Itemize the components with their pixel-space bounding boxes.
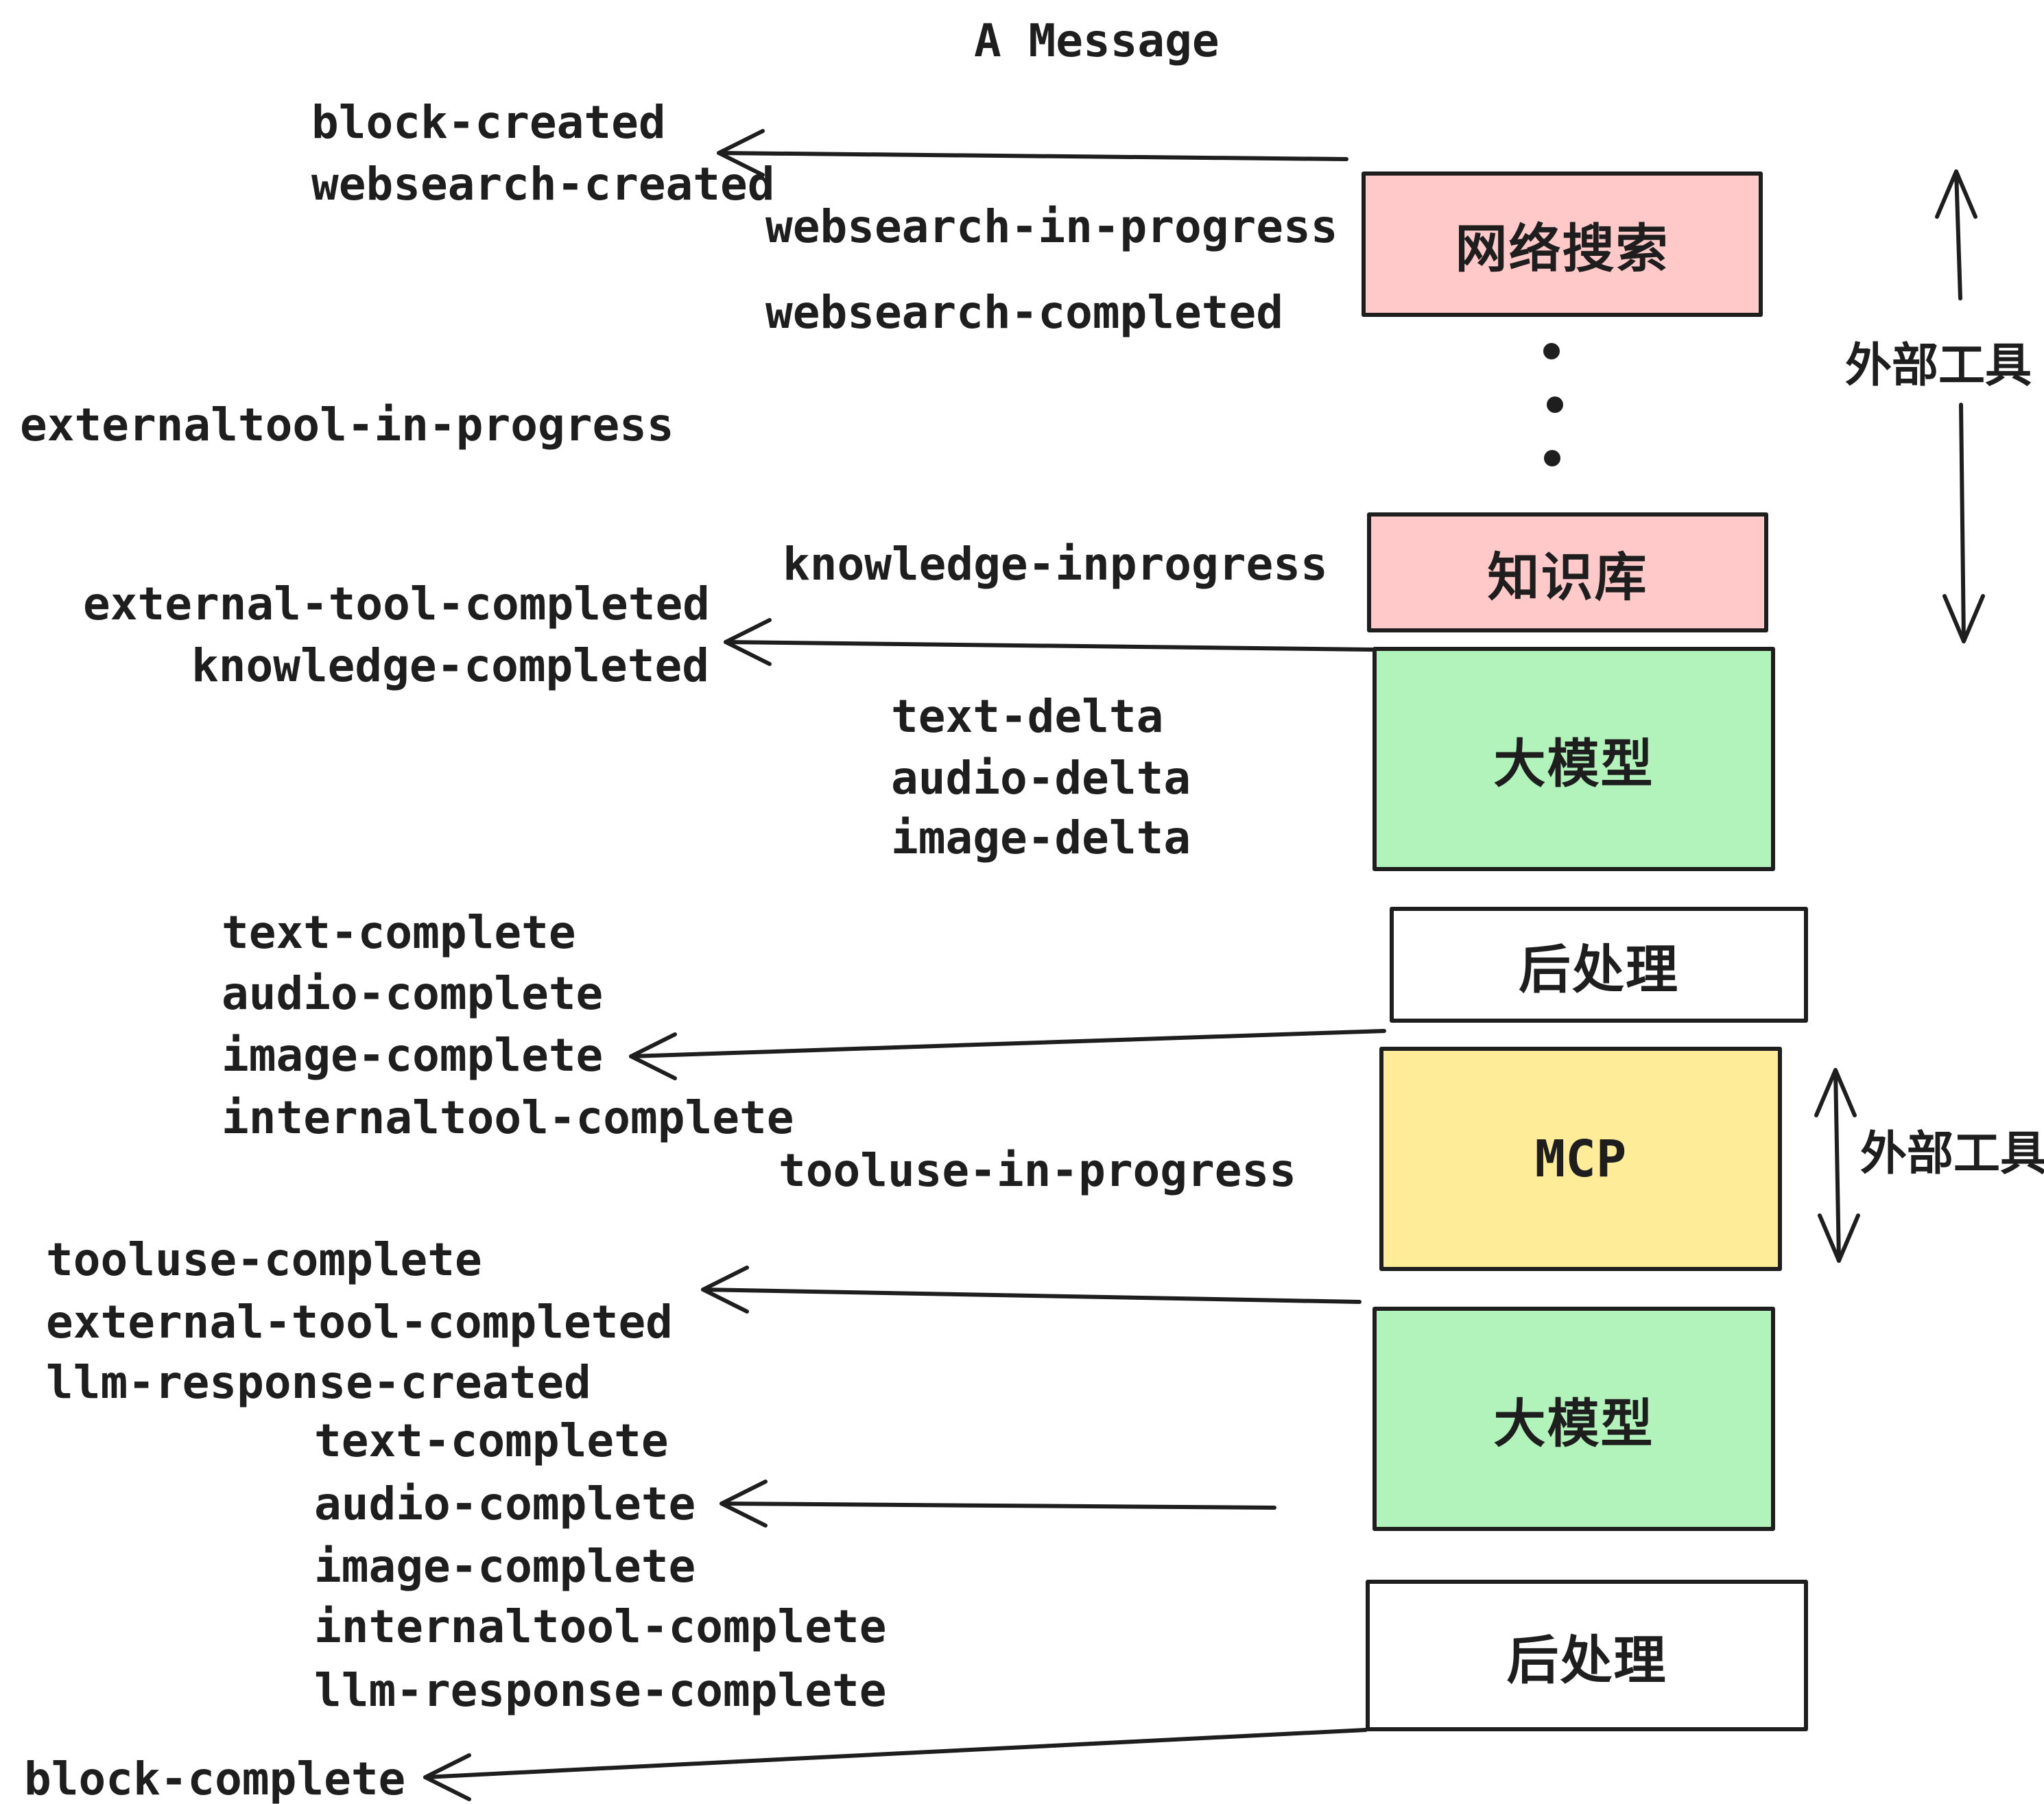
event-text-delta: text-delta [891, 690, 1164, 743]
event-image-complete: image-complete [222, 1029, 604, 1082]
event-external-tool-completed: external-tool-completed [83, 578, 710, 630]
event-internaltool-complete: internaltool-complete [222, 1091, 794, 1144]
event-externaltool-in-progress: externaltool-in-progress [20, 399, 674, 451]
external-tools-label-top: 外部工具 [1845, 339, 2032, 393]
postprocess-box-2-label: 后处理 [1506, 1629, 1667, 1691]
event-websearch-created: websearch-created [311, 158, 775, 211]
event-tooluse-complete: tooluse-complete [46, 1233, 482, 1286]
event-image-complete: image-complete [314, 1540, 696, 1593]
postprocess-box-1-label: 后处理 [1519, 938, 1679, 1000]
event-llm-response-complete: llm-response-complete [314, 1664, 887, 1717]
llm-box-1: 大模型 [1372, 647, 1775, 871]
arrow-llm2-to-audio-complete [720, 1480, 1276, 1528]
arrow-mcp-to-tooluse-complete [701, 1266, 1362, 1314]
event-tooluse-in-progress: tooluse-in-progress [779, 1144, 1296, 1197]
event-text-complete: text-complete [314, 1414, 669, 1467]
arrow-llm1-to-knowledge-completed [724, 618, 1375, 666]
event-audio-complete: audio-complete [314, 1477, 696, 1530]
double-arrow-external-tools-top [1935, 169, 1985, 643]
llm-box-2-label: 大模型 [1493, 1392, 1654, 1454]
event-audio-complete: audio-complete [222, 967, 604, 1020]
arrow-post2-to-block-complete [423, 1728, 1368, 1801]
postprocess-box-2: 后处理 [1366, 1580, 1808, 1731]
double-arrow-external-tools-bottom [1814, 1068, 1860, 1263]
event-block-created: block-created [311, 96, 666, 149]
websearch-box: 网络搜索 [1362, 171, 1763, 317]
llm-box-1-label: 大模型 [1493, 733, 1654, 794]
event-text-complete: text-complete [222, 906, 576, 959]
arrow-websearch-to-block-created [717, 129, 1348, 177]
knowledge-box-label: 知识库 [1487, 546, 1648, 608]
external-tools-label-bottom: 外部工具 [1860, 1127, 2044, 1181]
event-external-tool-completed: external-tool-completed [46, 1296, 673, 1349]
arrow-post1-to-image-complete [629, 1029, 1386, 1080]
event-llm-response-created: llm-response-created [46, 1356, 591, 1409]
event-knowledge-completed: knowledge-completed [191, 639, 709, 692]
event-image-delta: image-delta [891, 811, 1191, 864]
vertical-ellipsis-dots [1543, 343, 1563, 466]
diagram-title: A Message [974, 14, 1220, 67]
event-audio-delta: audio-delta [891, 752, 1191, 805]
event-websearch-in-progress: websearch-in-progress [765, 200, 1338, 253]
event-websearch-completed: websearch-completed [765, 286, 1283, 339]
mcp-box-label: MCP [1534, 1129, 1627, 1189]
websearch-box-label: 网络搜索 [1455, 218, 1669, 279]
event-internaltool-complete: internaltool-complete [314, 1600, 887, 1653]
mcp-box: MCP [1379, 1047, 1782, 1271]
event-knowledge-inprogress: knowledge-inprogress [783, 538, 1328, 591]
llm-box-2: 大模型 [1372, 1307, 1775, 1531]
event-block-complete: block-complete [24, 1753, 406, 1804]
postprocess-box-1: 后处理 [1390, 907, 1808, 1023]
knowledge-box: 知识库 [1367, 512, 1768, 632]
